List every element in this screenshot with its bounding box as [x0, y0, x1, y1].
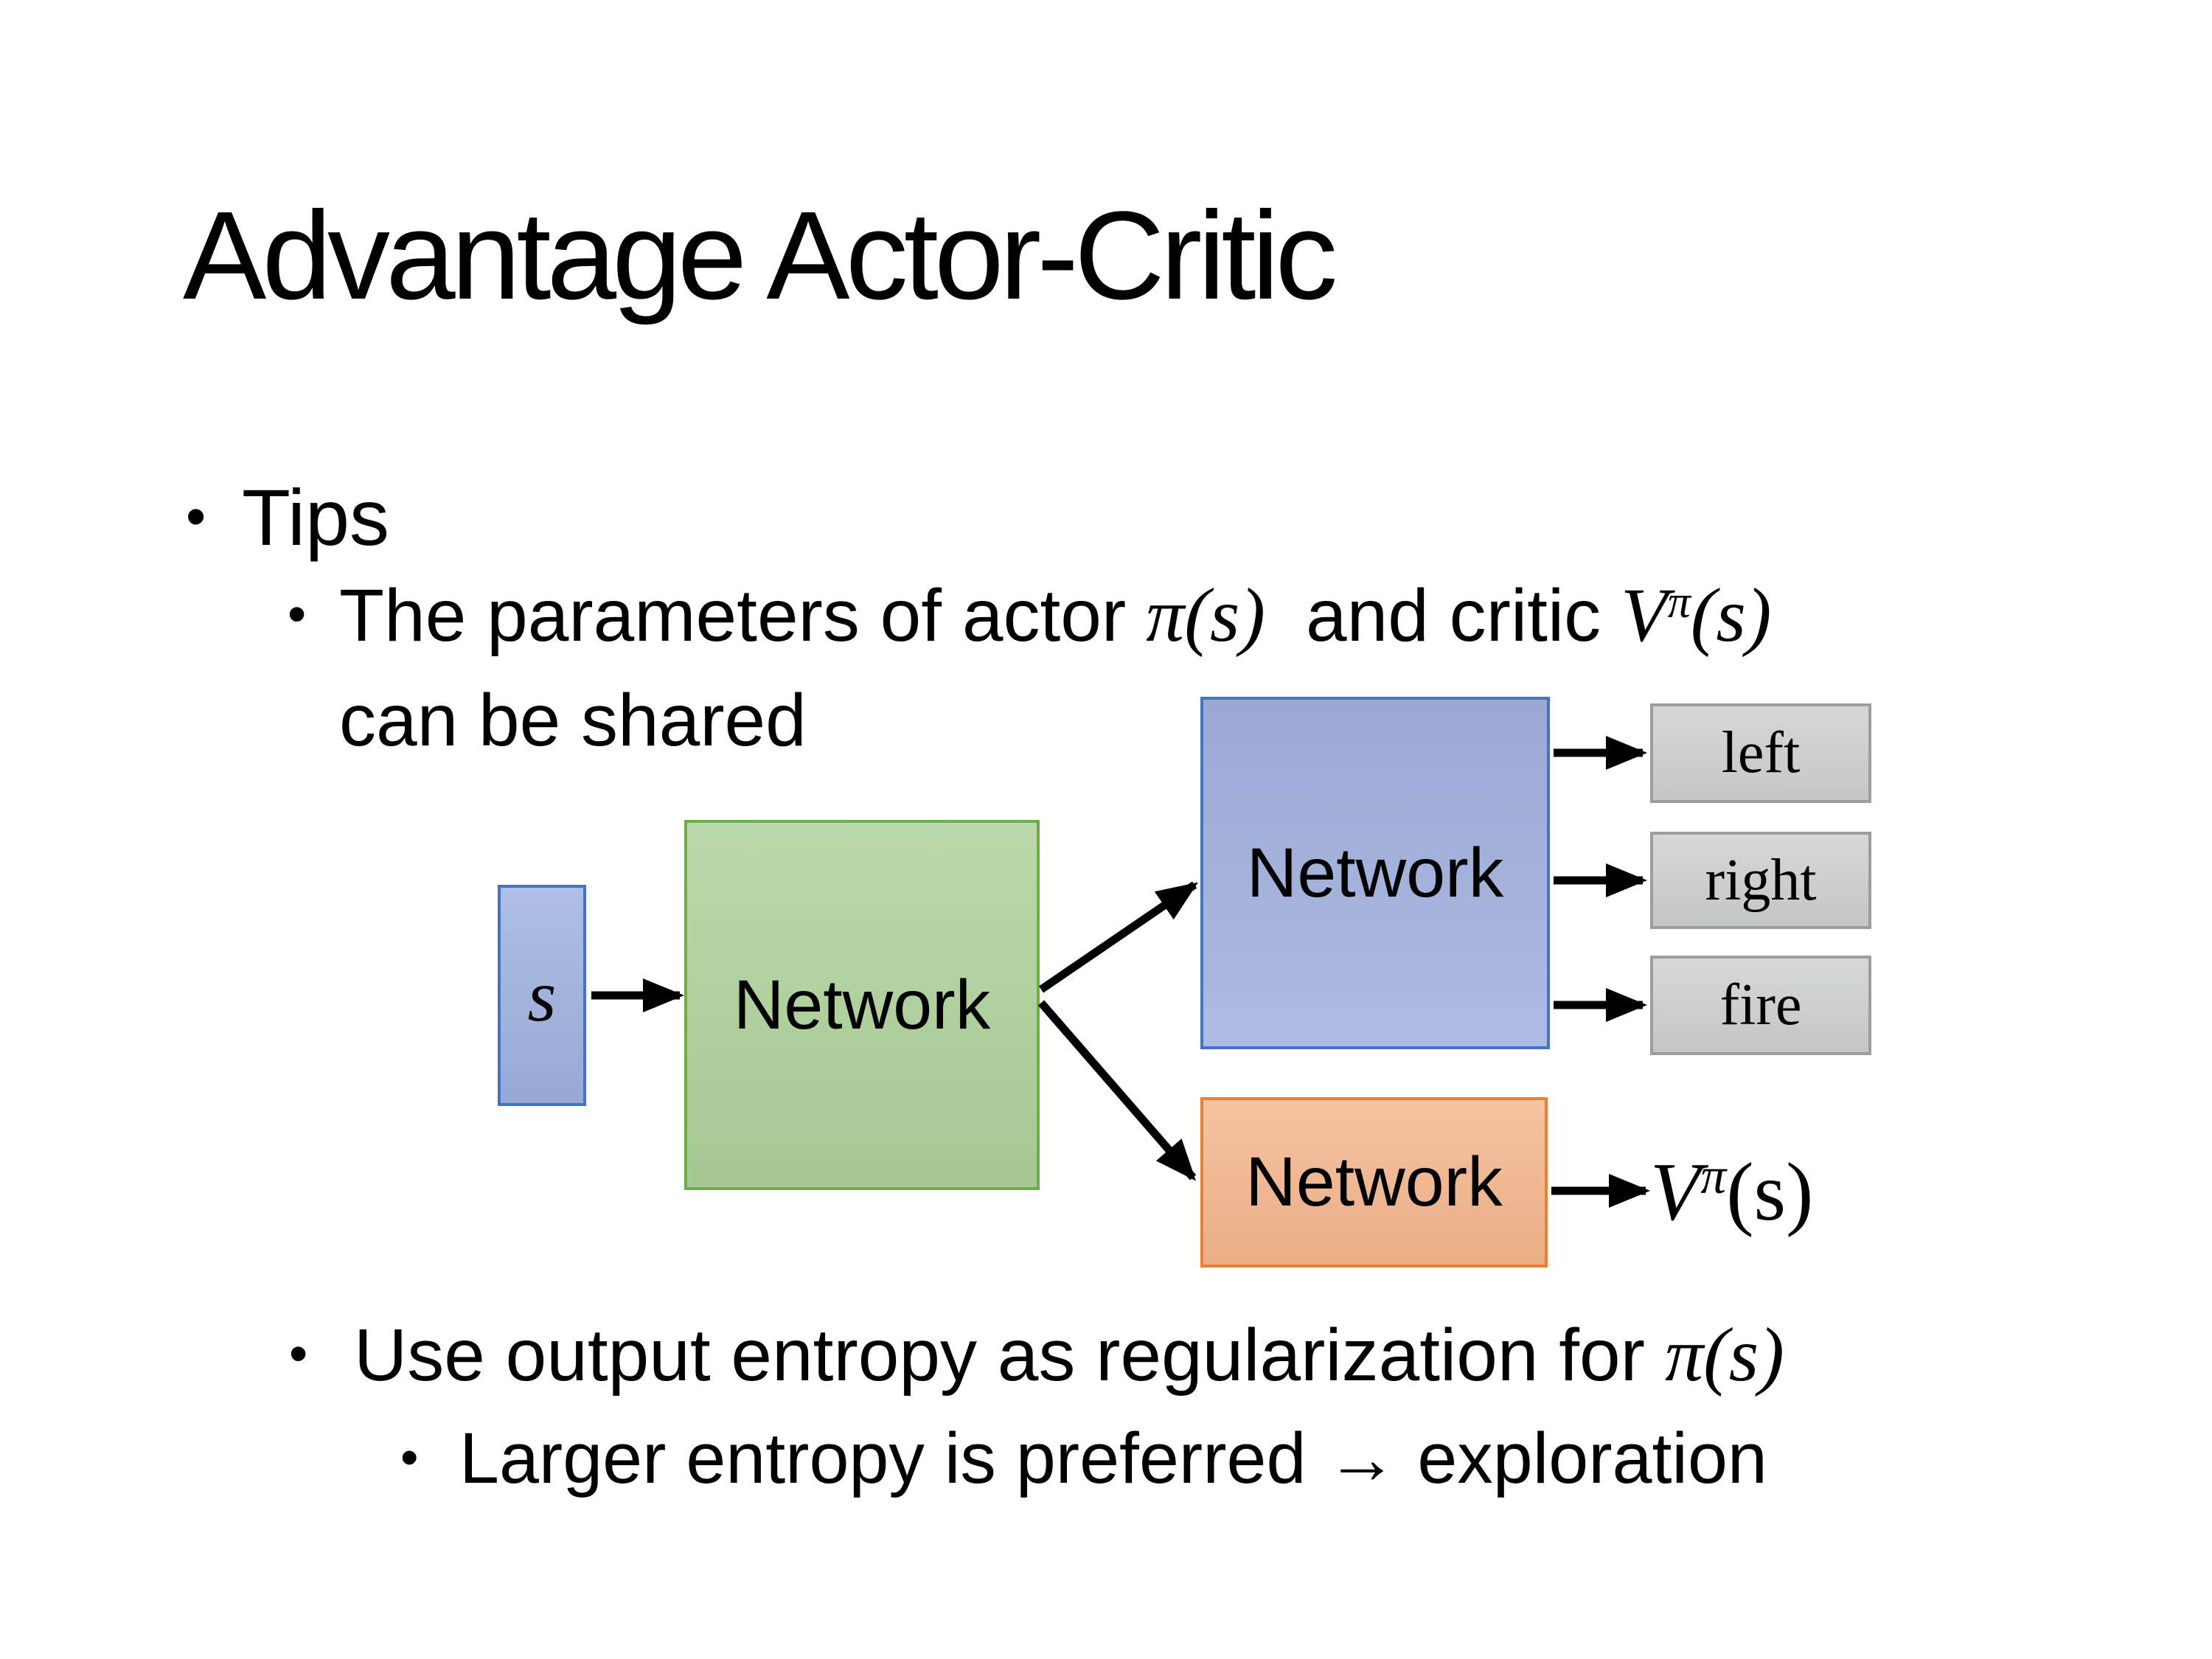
critic-network-label: Network — [1245, 1143, 1503, 1221]
actor-policy-math: π(s) — [1146, 573, 1266, 658]
bullet-exploration: • Larger entropy is preferred → explorati… — [400, 1417, 1767, 1500]
arrow-shared-to-actor — [1038, 881, 1198, 993]
shared-network-box: Network — [684, 820, 1040, 1190]
policy-math: π(s) — [1665, 1312, 1784, 1397]
bullet-icon: • — [400, 1427, 419, 1486]
critic-value-sup: π — [1667, 577, 1691, 627]
state-input-box: s — [498, 885, 586, 1106]
action-right-label: right — [1705, 847, 1817, 913]
actor-network-box: Network — [1200, 697, 1550, 1049]
action-right-box: right — [1650, 832, 1871, 929]
value-base: V — [1650, 1147, 1701, 1238]
bullet-tips: • Tips — [186, 472, 389, 563]
action-fire-box: fire — [1650, 956, 1871, 1055]
critic-value-args: (s) — [1690, 573, 1772, 658]
shared-text-between: and critic — [1306, 574, 1601, 657]
actor-network-label: Network — [1246, 833, 1504, 912]
exploration-text: Larger entropy is preferred → exploratio… — [459, 1418, 1767, 1498]
state-label: s — [527, 954, 557, 1037]
value-args: (s) — [1726, 1147, 1814, 1238]
slide-title: Advantage Actor-Critic — [183, 186, 1338, 326]
tips-label: Tips — [242, 473, 390, 562]
action-left-box: left — [1650, 703, 1871, 803]
critic-value-base: V — [1621, 573, 1668, 658]
bullet-icon: • — [289, 1324, 308, 1384]
bullet-shared-parameters-wrap: can be shared — [339, 678, 807, 763]
can-be-shared-text: can be shared — [339, 679, 807, 762]
entropy-text-before: Use output entropy as regularization for — [354, 1314, 1645, 1397]
value-sup: π — [1700, 1147, 1727, 1205]
value-output-math: Vπ(s) — [1650, 1143, 1813, 1242]
action-left-label: left — [1721, 720, 1801, 785]
arrow-shared-to-critic — [1037, 1000, 1197, 1181]
critic-network-box: Network — [1200, 1097, 1548, 1267]
action-fire-label: fire — [1719, 973, 1802, 1037]
bullet-entropy-regularization: • Use output entropy as regularization fo… — [289, 1311, 1784, 1399]
bullet-icon: • — [288, 585, 307, 644]
shared-text-before: The parameters of actor — [339, 574, 1127, 657]
bullet-icon: • — [186, 484, 206, 549]
shared-network-label: Network — [733, 965, 991, 1044]
